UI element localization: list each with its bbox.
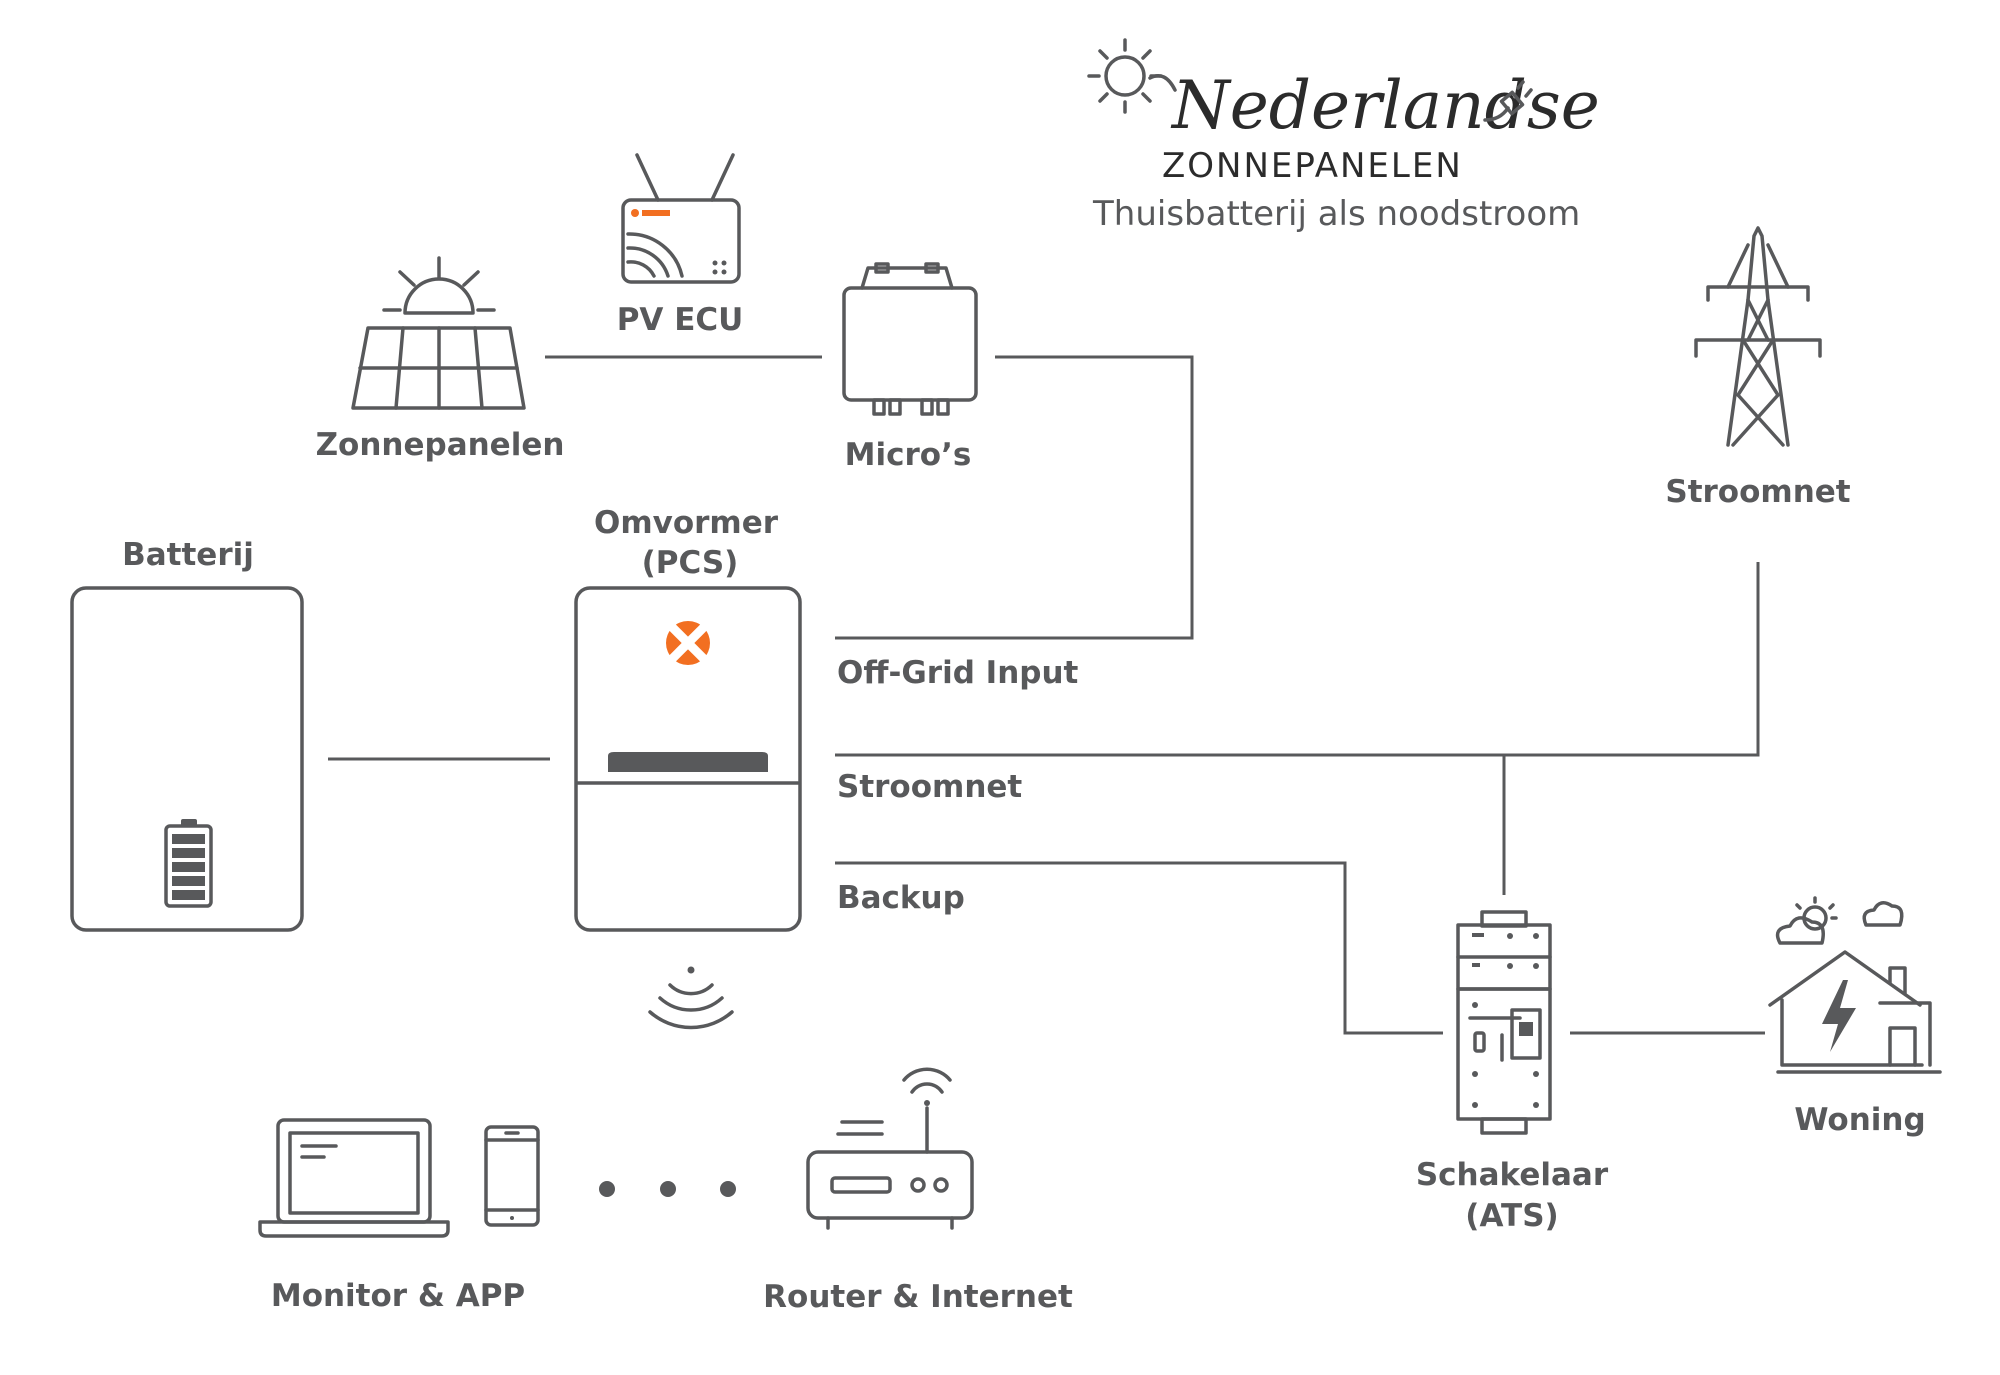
logo-subtitle: Thuisbatterij als noodstroom — [1092, 194, 1580, 234]
line-backup — [835, 861, 1443, 1035]
label-backup: Backup — [837, 880, 965, 916]
line-micros-offgrid — [835, 355, 1194, 640]
weather-icons — [1775, 896, 1904, 945]
sun-cloud-icon — [1775, 896, 1838, 945]
line-stroomnet — [835, 562, 1760, 757]
cloud-icon — [1862, 901, 1904, 927]
label-micros: Micro’s — [845, 437, 972, 473]
label-schakelaar-ats: (ATS) — [1465, 1198, 1558, 1234]
phone-icon — [484, 1125, 540, 1227]
power-plug-icon — [1483, 80, 1533, 122]
solar-panel-icon — [351, 256, 526, 410]
label-stroomnet-grid: Stroomnet — [1665, 474, 1850, 510]
label-router-internet: Router & Internet — [763, 1279, 1073, 1315]
brand-logo: Nederlandse ZONNEPANELEN Thuisbatterij a… — [1087, 38, 1600, 234]
battery-cabinet — [70, 586, 304, 932]
inverter-icon — [574, 586, 802, 932]
apsystems-logo-icon — [666, 621, 710, 665]
label-off-grid-input: Off-Grid Input — [837, 655, 1079, 691]
label-monitor-app: Monitor & APP — [271, 1278, 525, 1314]
ecu-router-icon — [621, 153, 741, 284]
label-batterij: Batterij — [122, 537, 254, 573]
wifi-signal-icon — [648, 966, 734, 1030]
label-woning: Woning — [1794, 1102, 1925, 1138]
laptop-icon — [258, 1118, 450, 1238]
router-icon — [806, 1067, 974, 1230]
house-icon — [1768, 950, 1942, 1074]
power-tower-icon — [1694, 226, 1822, 447]
label-schakelaar: Schakelaar — [1416, 1157, 1609, 1193]
ellipsis-dots-icon — [599, 1181, 736, 1197]
microinverter-icon — [842, 262, 978, 416]
label-omvormer: Omvormer — [594, 505, 779, 541]
label-pv-ecu: PV ECU — [617, 302, 744, 338]
logo-script-text: Nederlandse — [1170, 67, 1600, 144]
label-zonnepanelen: Zonnepanelen — [316, 427, 565, 463]
connection-lines — [328, 355, 1765, 1035]
battery-icon — [164, 819, 213, 908]
logo-caps-text: ZONNEPANELEN — [1162, 146, 1463, 186]
ats-switch-icon — [1456, 910, 1552, 1135]
label-stroomnet-port: Stroomnet — [837, 769, 1022, 805]
label-omvormer-pcs: (PCS) — [642, 545, 739, 581]
